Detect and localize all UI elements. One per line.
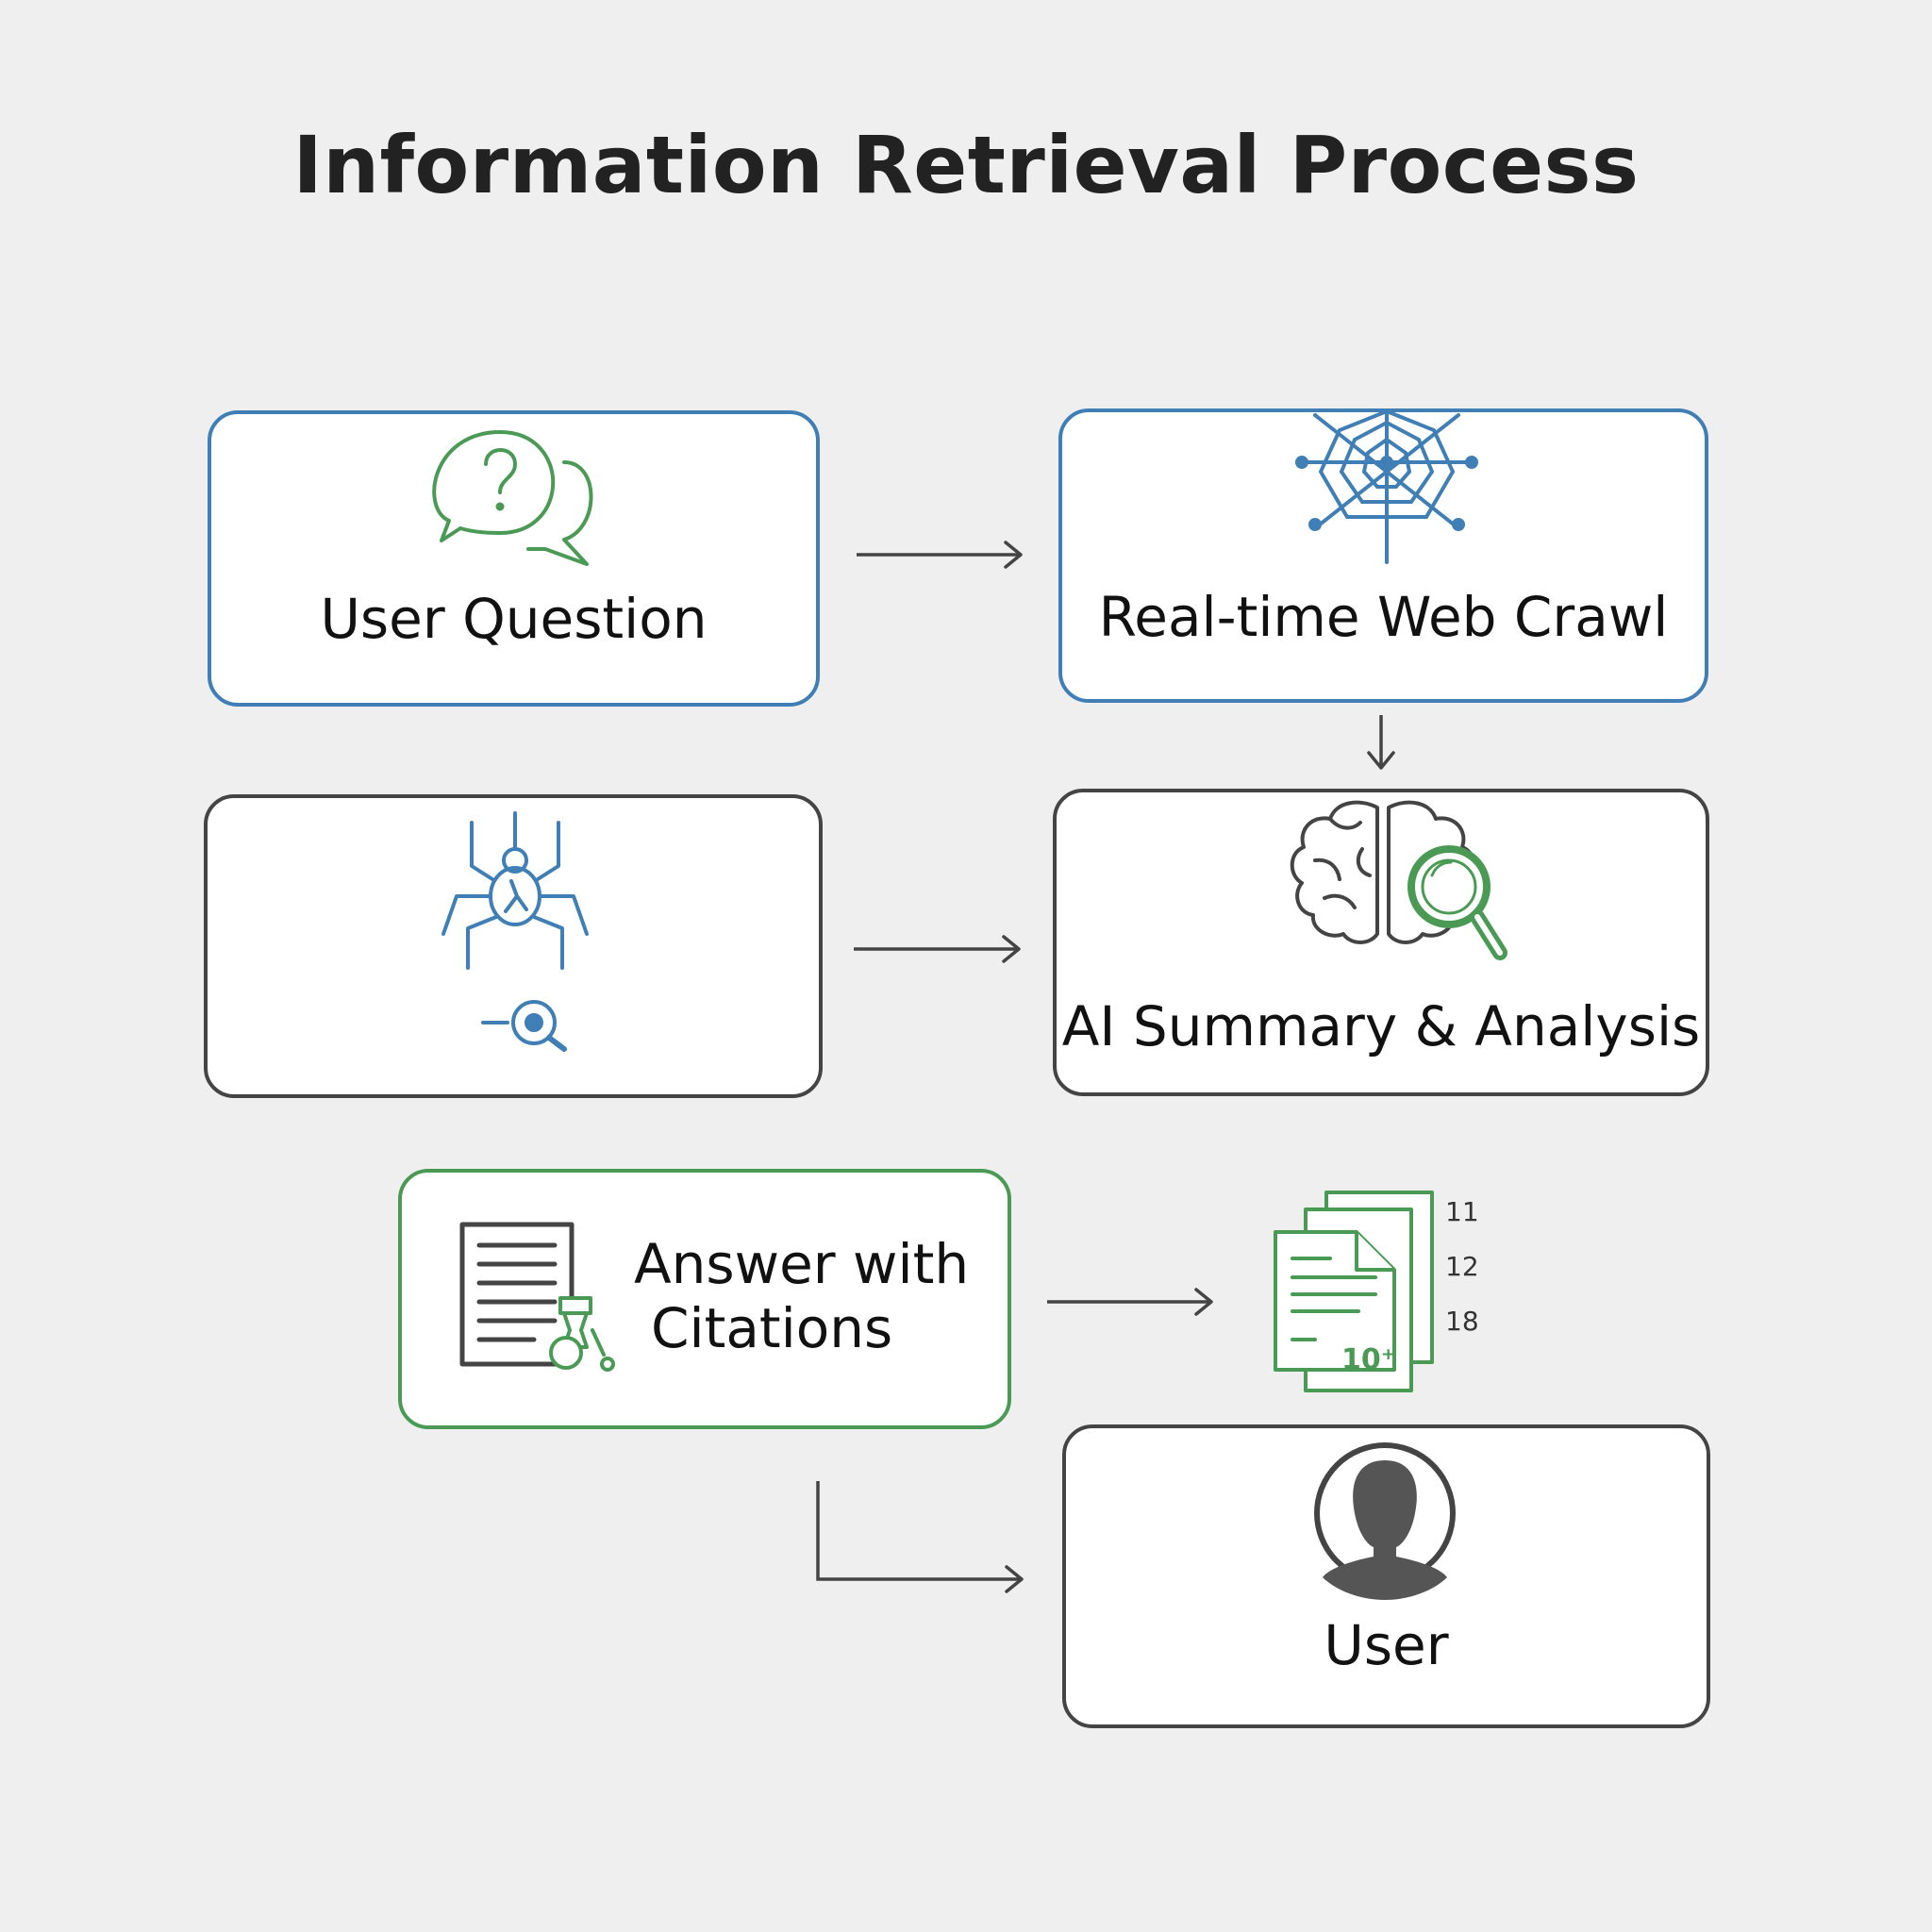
citation-number: 18 xyxy=(1445,1306,1479,1337)
question-chat-icon xyxy=(432,430,593,566)
ai-summary-label: AI Summary & Analysis xyxy=(1061,994,1701,1058)
citation-number: 12 xyxy=(1445,1251,1479,1282)
web-crawl-label: Real-time Web Crawl xyxy=(1098,585,1669,649)
citation-number: 11 xyxy=(1445,1196,1479,1227)
user-question-label: User Question xyxy=(320,587,708,651)
diagram-title: Information Retrieval Process xyxy=(292,119,1640,211)
arrow-answer-to-user xyxy=(816,1481,1024,1593)
brain-magnifier-icon xyxy=(1290,800,1507,960)
spider-crawler-icon xyxy=(441,811,589,970)
user-question-box xyxy=(208,410,820,707)
crawler-search-box xyxy=(204,794,823,1098)
ai-summary-box xyxy=(1053,789,1709,1096)
answer-label-line2: Citations xyxy=(651,1296,893,1360)
citation-count-badge: 10⁺ xyxy=(1341,1343,1396,1376)
document-hourglass-icon xyxy=(459,1222,615,1372)
search-icon xyxy=(481,1000,567,1052)
stacked-documents-icon xyxy=(1274,1191,1434,1392)
user-avatar-icon xyxy=(1314,1442,1456,1600)
user-label: User xyxy=(1324,1613,1449,1677)
spider-web-icon xyxy=(1295,408,1478,564)
web-crawl-box xyxy=(1058,408,1708,703)
answer-label-line1: Answer with xyxy=(634,1232,970,1296)
